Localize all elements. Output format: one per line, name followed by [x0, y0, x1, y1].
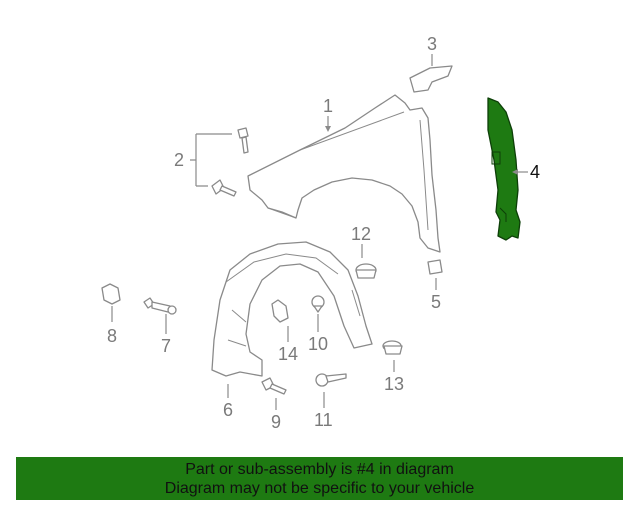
- fastener-part-10: [311, 295, 325, 313]
- banner-line-disclaimer: Diagram may not be specific to your vehi…: [164, 479, 475, 497]
- screw-part-7: [143, 297, 177, 315]
- highlighted-part-4: [487, 97, 521, 241]
- callout-13: 13: [384, 374, 404, 394]
- callout-1: 1: [323, 96, 333, 116]
- banner-line-part: Part or sub-assembly is #4 in diagram: [185, 460, 454, 478]
- bolt-part-2b: [211, 179, 237, 197]
- callout-3: 3: [427, 34, 437, 54]
- callout-2: 2: [174, 150, 184, 170]
- clip-part-8: [101, 283, 121, 305]
- callout-6: 6: [223, 400, 233, 420]
- callout-4: 4: [530, 162, 540, 182]
- fender-part: [247, 94, 441, 253]
- clip-part-14: [271, 299, 289, 323]
- callout-5: 5: [431, 292, 441, 312]
- callout-8: 8: [107, 326, 117, 346]
- callout-9: 9: [271, 412, 281, 432]
- callout-10: 10: [308, 334, 328, 354]
- bolt-part-9: [261, 377, 287, 395]
- fender-liner-part: [211, 241, 373, 377]
- clip-part-5: [427, 259, 443, 275]
- notice-banner: Part or sub-assembly is #4 in diagram Di…: [16, 457, 623, 500]
- bracket-part: [409, 65, 453, 93]
- callout-11: 11: [314, 410, 333, 430]
- leader-lines: [111, 54, 528, 410]
- grommet-part-13: [382, 340, 403, 355]
- grommet-part-12: [355, 263, 377, 279]
- callout-12: 12: [351, 224, 371, 244]
- callout-14: 14: [278, 344, 298, 364]
- callout-7: 7: [161, 336, 171, 356]
- clip-part-11: [315, 373, 347, 387]
- bolt-part-2a: [237, 127, 249, 154]
